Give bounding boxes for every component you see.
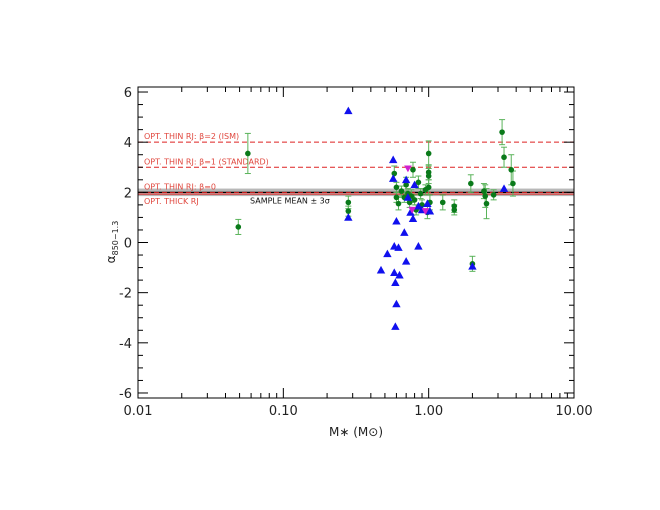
data-point-circle (398, 188, 405, 194)
data-point-triangle-up (401, 257, 411, 265)
y-tick-label: 4 (124, 136, 132, 151)
y-tick-label: 2 (124, 186, 132, 201)
data-point-circle (391, 170, 398, 177)
data-point-triangle-up (408, 214, 418, 223)
data-point-circle (481, 188, 487, 194)
data-point-circle (451, 207, 458, 213)
data-point-circle (483, 200, 490, 207)
reference-line-label: OPT. THIN RJ: β=1 (STANDARD) (144, 157, 269, 166)
data-point-circle (499, 129, 505, 135)
data-point-circle (490, 192, 497, 198)
data-point-triangle-up (391, 278, 400, 286)
data-point-triangle-up (395, 270, 404, 279)
data-point-triangle-up (401, 175, 411, 184)
data-point-triangle-up (344, 213, 353, 221)
data-point-triangle-up (390, 268, 399, 276)
labels-layer: M∗ (M⊙) α850−1.3 (104, 221, 383, 439)
data-point-circle (510, 180, 516, 187)
data-point-circle (425, 184, 432, 191)
points-layer (235, 106, 516, 330)
data-point-circle (501, 154, 507, 161)
x-tick-label: 1.00 (414, 404, 443, 419)
x-tick-label: 0.01 (124, 404, 153, 419)
data-point-circle (393, 184, 400, 191)
data-point-circle (468, 180, 474, 187)
data-point-triangle-up (376, 265, 386, 274)
data-point-triangle-up (468, 262, 477, 270)
data-point-triangle-down (421, 208, 430, 215)
data-point-triangle-up (388, 174, 398, 182)
y-tick-label: 6 (124, 86, 132, 101)
data-point-circle (415, 179, 422, 186)
data-point-circle (345, 208, 352, 214)
y-tick-label: -4 (119, 337, 132, 352)
y-tick-label: -2 (119, 287, 132, 302)
data-point-triangle-up (394, 243, 403, 251)
data-point-triangle-up (406, 208, 415, 216)
data-point-circle (439, 199, 446, 206)
sample-mean-label: SAMPLE MEAN ± 3σ (250, 196, 330, 205)
data-point-triangle-up (414, 242, 423, 250)
data-point-circle (410, 166, 416, 173)
y-axis-label-sub: 850−1.3 (111, 221, 120, 256)
data-point-triangle-up (403, 193, 413, 201)
reference-line-label: OPT. THIN RJ: β=0 (144, 182, 216, 191)
data-point-circle (425, 173, 432, 179)
data-point-triangle-up (383, 249, 392, 258)
data-point-triangle-up (410, 180, 419, 189)
reference-line-label: OPT. THIN RJ: β=2 (ISM) (144, 132, 239, 141)
y-tick-label: -6 (119, 387, 132, 402)
axes-layer: 0.01 0.10 1.00 10.00 -6 -4 -2 0 2 4 6 (119, 86, 593, 419)
data-point-circle (417, 190, 424, 197)
reference-line-label: OPT. THICK RJ (144, 197, 199, 206)
data-point-circle (235, 224, 242, 230)
data-point-circle (425, 150, 432, 157)
x-axis-label: M∗ (M⊙) (329, 425, 383, 439)
data-point-triangle-up (392, 299, 401, 308)
data-point-circle (395, 200, 402, 207)
reference-lines-layer: OPT. THIN RJ: β=2 (ISM) OPT. THIN RJ: β=1… (138, 132, 574, 206)
data-point-triangle-up (391, 322, 400, 330)
data-point-triangle-up (499, 184, 509, 192)
x-tick-label: 10.00 (555, 404, 592, 419)
data-point-triangle-up (414, 201, 423, 210)
data-point-circle (393, 194, 400, 201)
data-point-triangle-up (400, 228, 409, 236)
data-point-triangle-down (404, 165, 412, 173)
data-point-triangle-up (423, 199, 432, 207)
data-point-triangle-up (392, 216, 401, 225)
data-point-circle (403, 182, 409, 188)
data-point-triangle-down (408, 206, 416, 214)
data-point-circle (508, 166, 515, 173)
data-point-triangle-up (425, 206, 435, 215)
data-point-circle (345, 199, 352, 206)
y-axis-label-main: α (104, 255, 118, 263)
data-point-circle (245, 150, 251, 157)
data-point-circle (411, 197, 418, 203)
data-point-triangle-up (344, 106, 353, 115)
y-tick-label: 0 (124, 237, 132, 252)
data-point-triangle-up (388, 155, 398, 164)
data-point-circle (406, 199, 413, 206)
x-tick-label: 0.10 (269, 404, 298, 419)
data-point-circle (482, 193, 489, 199)
y-axis-label: α850−1.3 (104, 221, 120, 264)
